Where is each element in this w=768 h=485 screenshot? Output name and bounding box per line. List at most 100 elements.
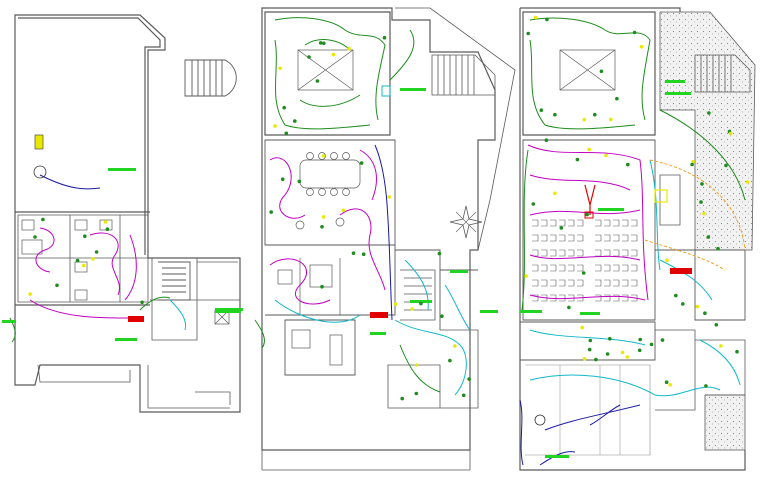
light-point-icon (524, 274, 528, 278)
panel-board-icon (34, 134, 44, 150)
seat-icon (541, 264, 548, 272)
sheet-1-stair-bay (158, 59, 237, 301)
light-point-icon (33, 235, 37, 239)
light-point-icon (361, 252, 366, 256)
sheet-3-symbols (520, 80, 692, 458)
light-point-icon (588, 338, 593, 343)
light-point-icon (28, 292, 32, 296)
light-point-icon (410, 307, 415, 311)
label-marker (2, 320, 16, 323)
light-point-icon (609, 117, 613, 122)
light-point-icon (714, 323, 719, 327)
light-point-icon (559, 226, 564, 230)
seat-icon (541, 279, 548, 287)
sheet-2-first-floor (215, 7, 516, 471)
light-point-icon (533, 15, 538, 20)
label-marker (410, 300, 432, 303)
light-point-icon (320, 284, 324, 289)
seat-icon (532, 234, 539, 242)
seat-icon (559, 249, 566, 257)
seat-icon (577, 249, 584, 257)
light-point-icon (728, 131, 733, 136)
light-point-icon (695, 304, 700, 309)
seat-icon (568, 219, 575, 227)
light-point-icon (594, 357, 598, 362)
light-point-icon (699, 200, 703, 204)
label-marker (400, 88, 426, 91)
light-point-icon (626, 162, 630, 167)
sheet-1-symbols (2, 134, 243, 341)
seat-icon (577, 234, 584, 242)
light-point-icon (94, 250, 99, 254)
light-fixture-icon (33, 165, 47, 179)
label-marker (665, 80, 685, 83)
label-marker (545, 455, 569, 458)
light-point-icon (269, 210, 274, 214)
label-marker (450, 270, 468, 273)
light-point-icon (553, 191, 557, 196)
sheet-3-circuits (519, 17, 746, 466)
light-point-icon (599, 69, 604, 74)
light-point-icon (419, 301, 423, 306)
light-point-icon (320, 225, 324, 229)
light-point-icon (467, 377, 471, 381)
seat-icon (613, 279, 620, 287)
light-point-icon (664, 380, 669, 385)
light-point-icon (615, 96, 619, 101)
seat-icon (550, 249, 557, 257)
seat-icon (595, 294, 602, 302)
seat-icon (541, 249, 548, 257)
light-point-icon (347, 46, 351, 51)
light-point-icon (707, 111, 711, 115)
seat-icon (550, 294, 557, 302)
light-point-icon (331, 52, 336, 57)
compass-star-icon (449, 205, 483, 239)
panel-board-icon (584, 211, 594, 219)
light-point-icon (280, 177, 285, 181)
seat-icon (604, 249, 611, 257)
seat-icon (532, 279, 539, 287)
seat-icon (541, 234, 548, 242)
light-point-icon (681, 302, 685, 306)
seat-icon (595, 234, 602, 242)
seat-icon (613, 294, 620, 302)
light-point-icon (553, 112, 557, 117)
seat-icon (622, 234, 629, 242)
light-point-icon (315, 79, 320, 83)
light-point-icon (273, 124, 277, 128)
light-point-icon (293, 119, 297, 123)
seat-icon (631, 219, 638, 227)
north-arrow (449, 205, 483, 239)
light-point-icon (716, 246, 720, 251)
seat-icon (550, 234, 557, 242)
switch-icon (654, 189, 668, 203)
label-marker (215, 310, 241, 313)
seat-icon (604, 279, 611, 287)
sheet-2-symbols (215, 85, 498, 335)
sheet-3-stair (694, 54, 751, 93)
seat-icon (568, 279, 575, 287)
light-point-icon (690, 162, 694, 167)
seat-icon (622, 249, 629, 257)
seat-icon (613, 234, 620, 242)
light-point-icon (587, 147, 591, 152)
seat-icon (622, 279, 629, 287)
label-marker (370, 332, 386, 335)
sheet-2-furniture (277, 49, 361, 366)
light-point-icon (580, 325, 584, 330)
seat-icon (559, 234, 566, 242)
seat-icon (631, 279, 638, 287)
seat-icon (559, 294, 566, 302)
light-point-icon (140, 300, 144, 305)
light-point-icon (318, 41, 323, 45)
light-point-icon (700, 182, 704, 186)
light-point-icon (638, 337, 642, 342)
seat-icon (550, 264, 557, 272)
light-point-icon (691, 159, 695, 164)
light-point-icon (41, 217, 45, 222)
panel-board-icon (381, 85, 391, 97)
seat-icon (532, 264, 539, 272)
light-point-icon (639, 44, 644, 49)
light-point-icon (307, 55, 311, 59)
